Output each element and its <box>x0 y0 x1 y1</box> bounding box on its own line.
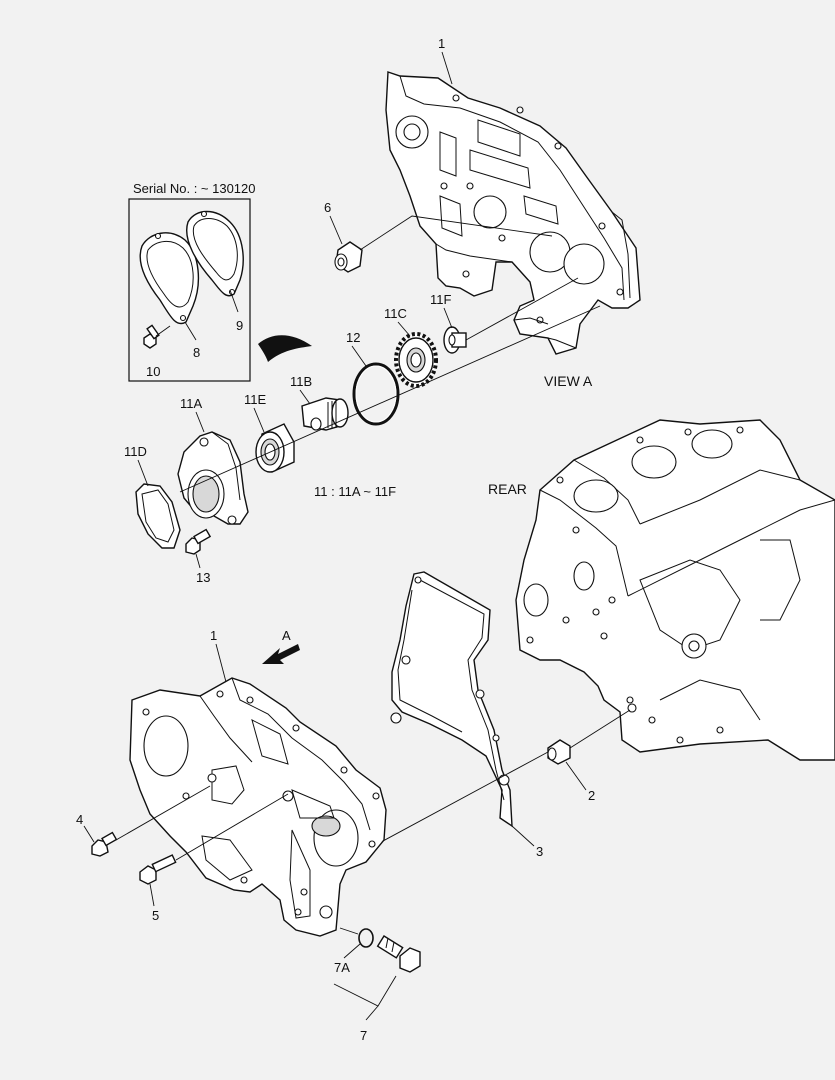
bolt-10 <box>143 324 160 349</box>
callout-5: 5 <box>152 908 159 923</box>
gear-case-view-a <box>385 71 641 355</box>
shaft-11b <box>301 397 349 431</box>
gasket-8 <box>139 232 200 325</box>
gasket-9 <box>186 210 244 297</box>
bushing-6 <box>334 241 363 273</box>
alignment-line-11 <box>179 305 601 493</box>
callout-10: 10 <box>146 364 160 379</box>
plug-7 <box>376 935 421 973</box>
gasket-3 <box>390 571 513 828</box>
callout-1-top: 1 <box>438 36 445 51</box>
callout-7: 7 <box>360 1028 367 1043</box>
callout-11c: 11C <box>384 306 407 321</box>
callout-11b: 11B <box>290 374 312 389</box>
callout-7a: 7A <box>334 960 350 975</box>
oring-12 <box>352 362 400 426</box>
bearing-11e <box>255 423 295 473</box>
callout-2: 2 <box>588 788 595 803</box>
callout-8: 8 <box>193 345 200 360</box>
group-note: 11 : 11A ~ 11F <box>314 484 396 499</box>
bolt-13 <box>185 528 212 555</box>
gear-11c <box>394 332 438 388</box>
engine-block <box>515 419 835 761</box>
callout-13: 13 <box>196 570 210 585</box>
gear-case-bottom <box>129 677 387 937</box>
callout-9: 9 <box>236 318 243 333</box>
callout-1-bottom: 1 <box>210 628 217 643</box>
inset-pointer-arrow <box>258 335 312 362</box>
callout-12: 12 <box>346 330 360 345</box>
callout-11f: 11F <box>430 292 451 307</box>
bolt-5 <box>139 854 177 885</box>
view-a-label: VIEW A <box>544 373 593 389</box>
callout-3: 3 <box>536 844 543 859</box>
callout-6: 6 <box>324 200 331 215</box>
washer-11f <box>443 326 467 354</box>
bolt-4 <box>91 831 118 857</box>
rear-label: REAR <box>488 481 527 497</box>
callout-11d: 11D <box>124 444 147 459</box>
view-a-arrow <box>262 644 300 664</box>
callout-11a: 11A <box>180 396 202 411</box>
oring-7a <box>358 928 374 948</box>
callout-4: 4 <box>76 812 83 827</box>
gasket-11d <box>135 483 181 549</box>
dowel-2 <box>547 739 571 765</box>
inset-box: Serial No. : ~ 130120 9 8 10 <box>128 181 256 382</box>
callout-11e: 11E <box>244 392 266 407</box>
arrow-a-label: A <box>282 628 291 643</box>
inset-title: Serial No. : ~ 130120 <box>133 181 256 196</box>
housing-11a <box>177 431 249 525</box>
